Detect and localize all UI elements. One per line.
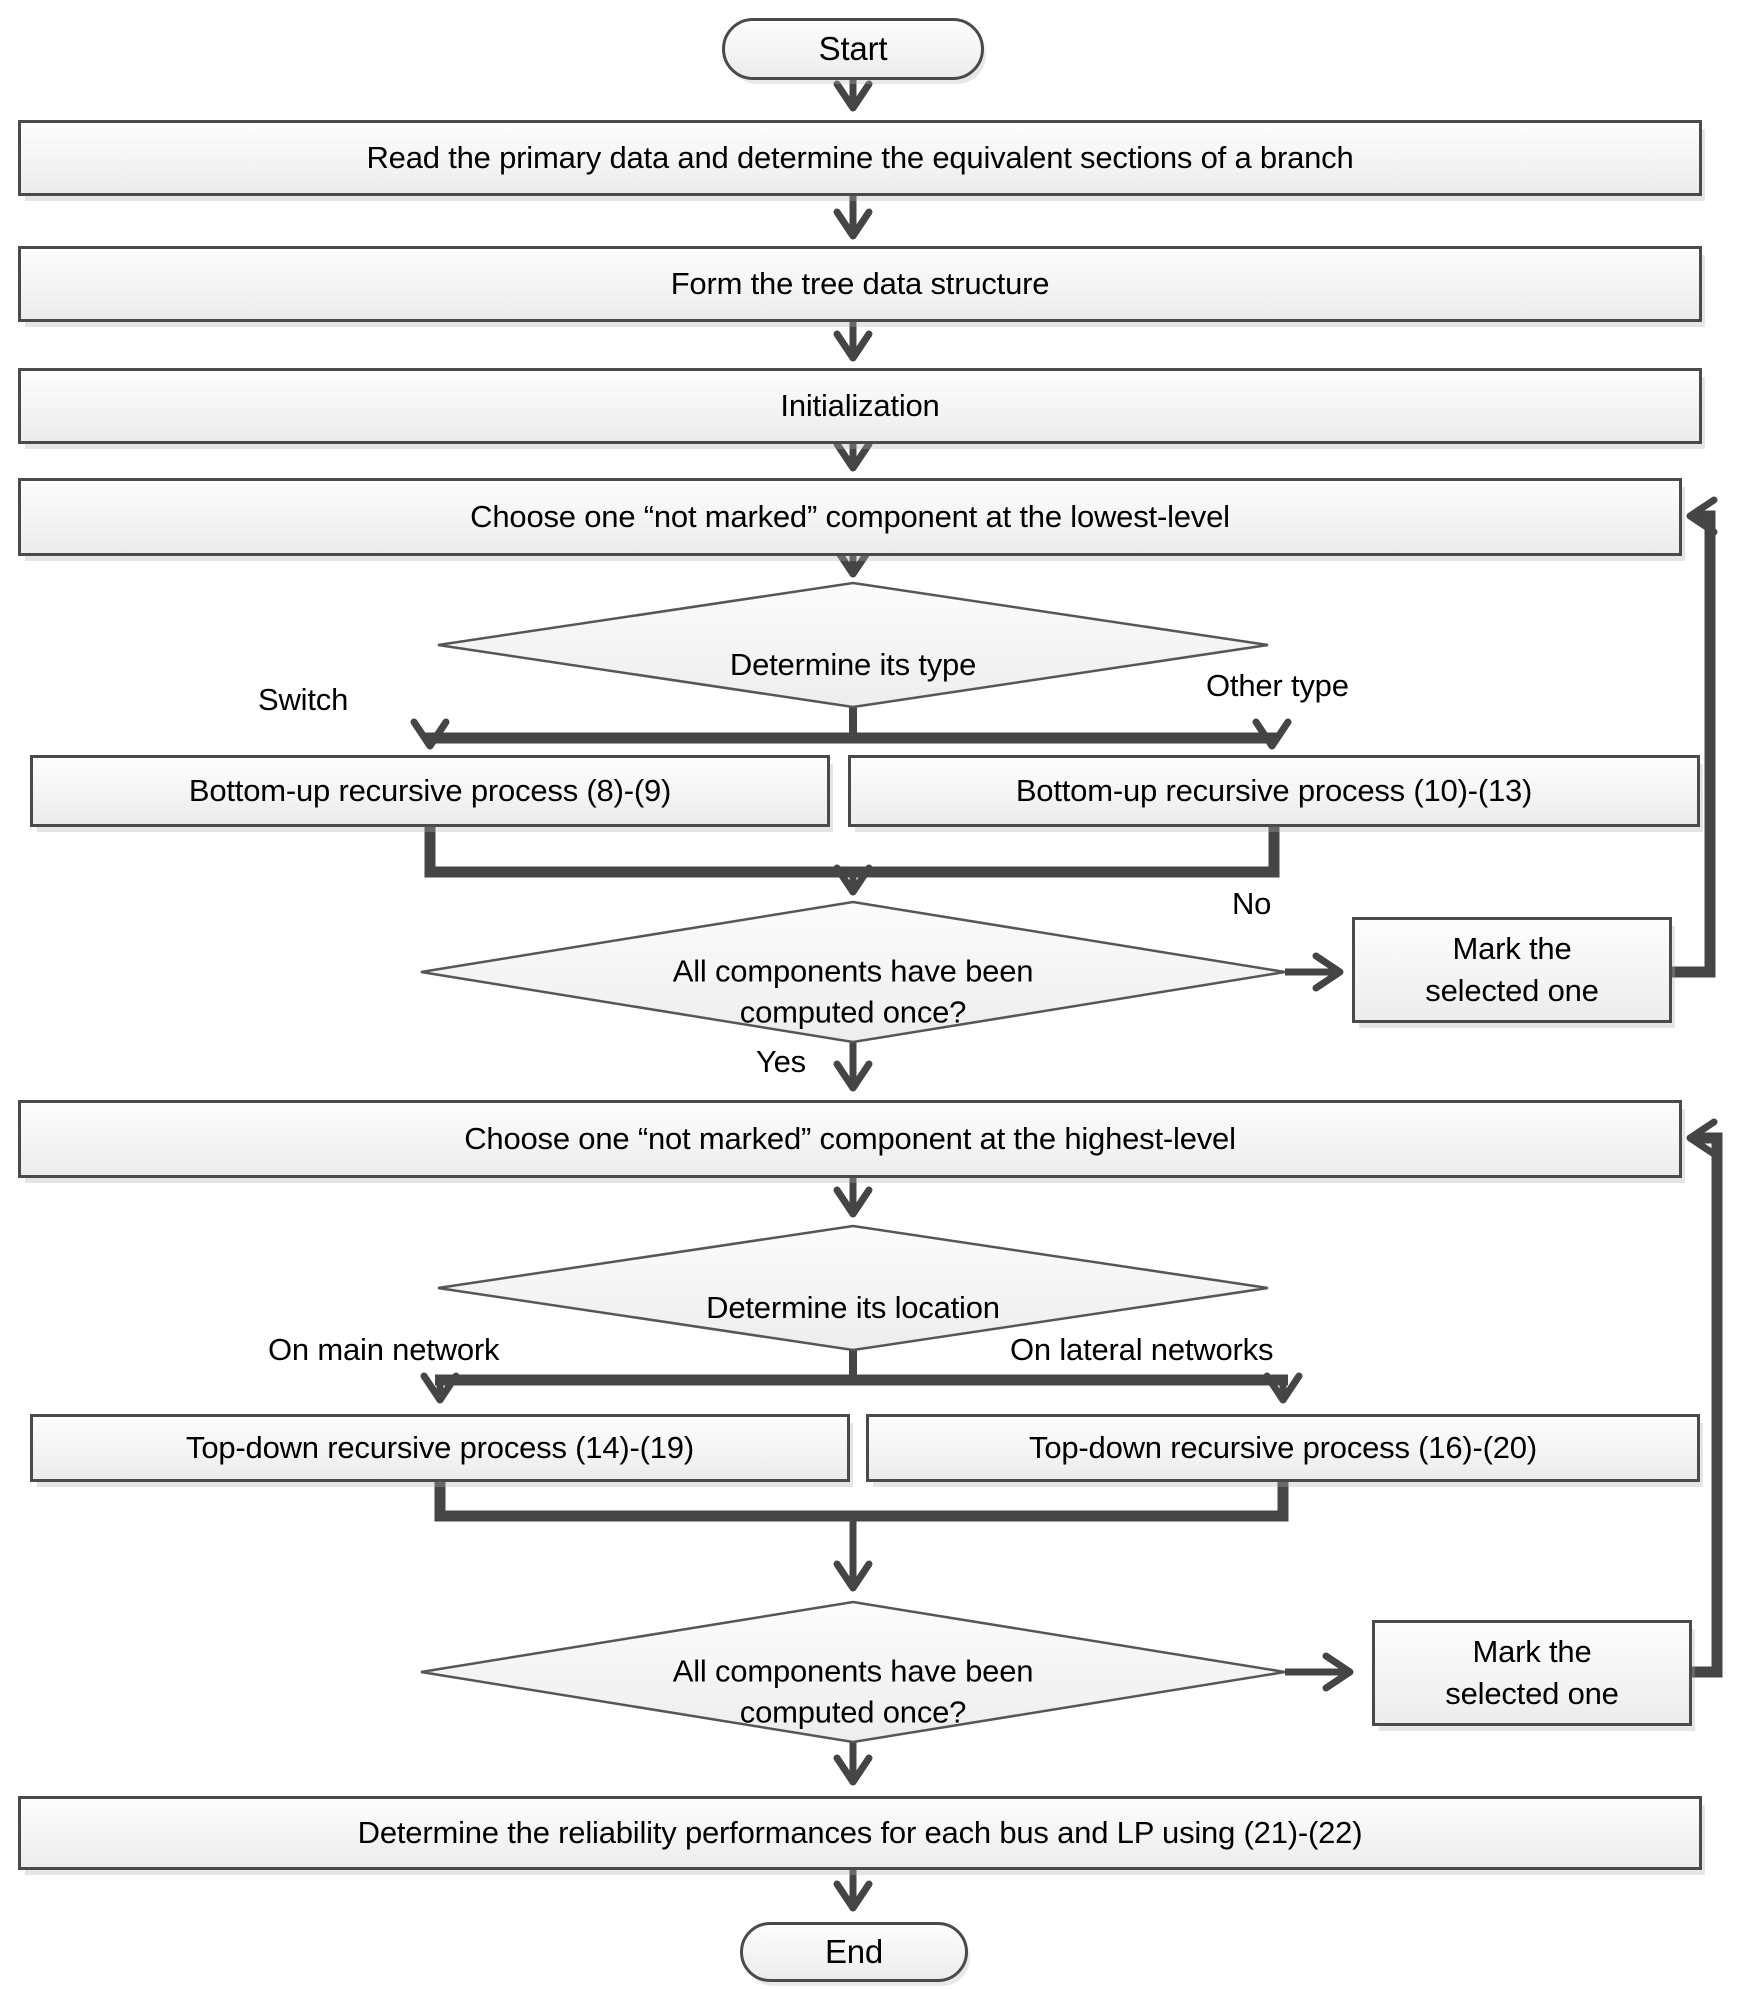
connector-loop-back-2 [1686, 1118, 1723, 1678]
process-top-down-lateral-label: Top-down recursive process (16)-(20) [1029, 1429, 1537, 1465]
end-node: End [740, 1922, 968, 1982]
edge-label-on-main-text: On main network [268, 1332, 500, 1367]
mergebar-topdown [434, 1480, 1289, 1522]
process-mark-selected-1-label: Mark the selected one [1425, 931, 1599, 1008]
process-choose-lowest-label: Choose one “not marked” component at the… [470, 498, 1230, 534]
decision-determine-location: Determine its location [533, 1247, 1173, 1329]
process-determine-reliability: Determine the reliability performances f… [18, 1796, 1702, 1870]
edge-label-other-type: Other type [1206, 668, 1349, 704]
decision-all-computed-1: All components have been computed once? [533, 911, 1173, 1034]
decision-determine-type-label: Determine its type [729, 647, 977, 682]
process-determine-reliability-label: Determine the reliability performances f… [357, 1814, 1363, 1850]
edge-label-other-type-text: Other type [1206, 668, 1349, 703]
process-mark-selected-2-label: Mark the selected one [1445, 1634, 1619, 1711]
process-mark-selected-1: Mark the selected one [1352, 917, 1672, 1023]
start-node: Start [722, 18, 984, 80]
process-bottom-up-switch-label: Bottom-up recursive process (8)-(9) [188, 772, 672, 808]
decision-all-computed-2: All components have been computed once? [533, 1611, 1173, 1734]
connector-loop-back-1 [1672, 496, 1718, 978]
process-choose-highest: Choose one “not marked” component at the… [18, 1100, 1682, 1178]
process-mark-selected-2: Mark the selected one [1372, 1620, 1692, 1726]
start-label: Start [818, 29, 888, 67]
process-choose-highest-label: Choose one “not marked” component at the… [464, 1120, 1236, 1156]
edge-label-on-main: On main network [268, 1332, 500, 1368]
decision-determine-type: Determine its type [533, 604, 1173, 686]
process-top-down-lateral: Top-down recursive process (16)-(20) [866, 1414, 1700, 1482]
edge-label-yes: Yes [756, 1044, 806, 1080]
decision-all-computed-2-shape [420, 1600, 1286, 1744]
process-top-down-main: Top-down recursive process (14)-(19) [30, 1414, 850, 1482]
process-form-tree-label: Form the tree data structure [670, 265, 1050, 301]
process-bottom-up-other-label: Bottom-up recursive process (10)-(13) [1015, 772, 1533, 808]
decision-all-computed-1-label: All components have been computed once? [672, 953, 1034, 1030]
process-read-primary-data: Read the primary data and determine the … [18, 120, 1702, 196]
end-label: End [824, 1932, 884, 1970]
edge-label-switch-text: Switch [258, 682, 349, 717]
process-form-tree: Form the tree data structure [18, 246, 1702, 322]
decision-all-computed-1-shape [420, 900, 1286, 1044]
decision-all-computed-2-label: All components have been computed once? [672, 1653, 1034, 1730]
edge-label-on-lateral-text: On lateral networks [1010, 1332, 1274, 1367]
process-initialization-label: Initialization [780, 387, 940, 423]
edge-label-no: No [1232, 886, 1271, 922]
edge-label-on-lateral: On lateral networks [1010, 1332, 1273, 1368]
decision-determine-type-shape [437, 581, 1269, 709]
edge-label-switch: Switch [258, 682, 348, 718]
process-initialization: Initialization [18, 368, 1702, 444]
decision-determine-location-shape [437, 1224, 1269, 1352]
mergebar-bottomup [424, 827, 1280, 878]
edge-label-yes-text: Yes [756, 1044, 806, 1079]
process-bottom-up-switch: Bottom-up recursive process (8)-(9) [30, 755, 830, 827]
process-read-primary-data-label: Read the primary data and determine the … [366, 139, 1354, 175]
process-choose-lowest: Choose one “not marked” component at the… [18, 478, 1682, 556]
decision-determine-location-label: Determine its location [706, 1290, 1000, 1325]
edge-label-no-text: No [1232, 886, 1272, 921]
process-bottom-up-other: Bottom-up recursive process (10)-(13) [848, 755, 1700, 827]
process-top-down-main-label: Top-down recursive process (14)-(19) [186, 1429, 694, 1465]
